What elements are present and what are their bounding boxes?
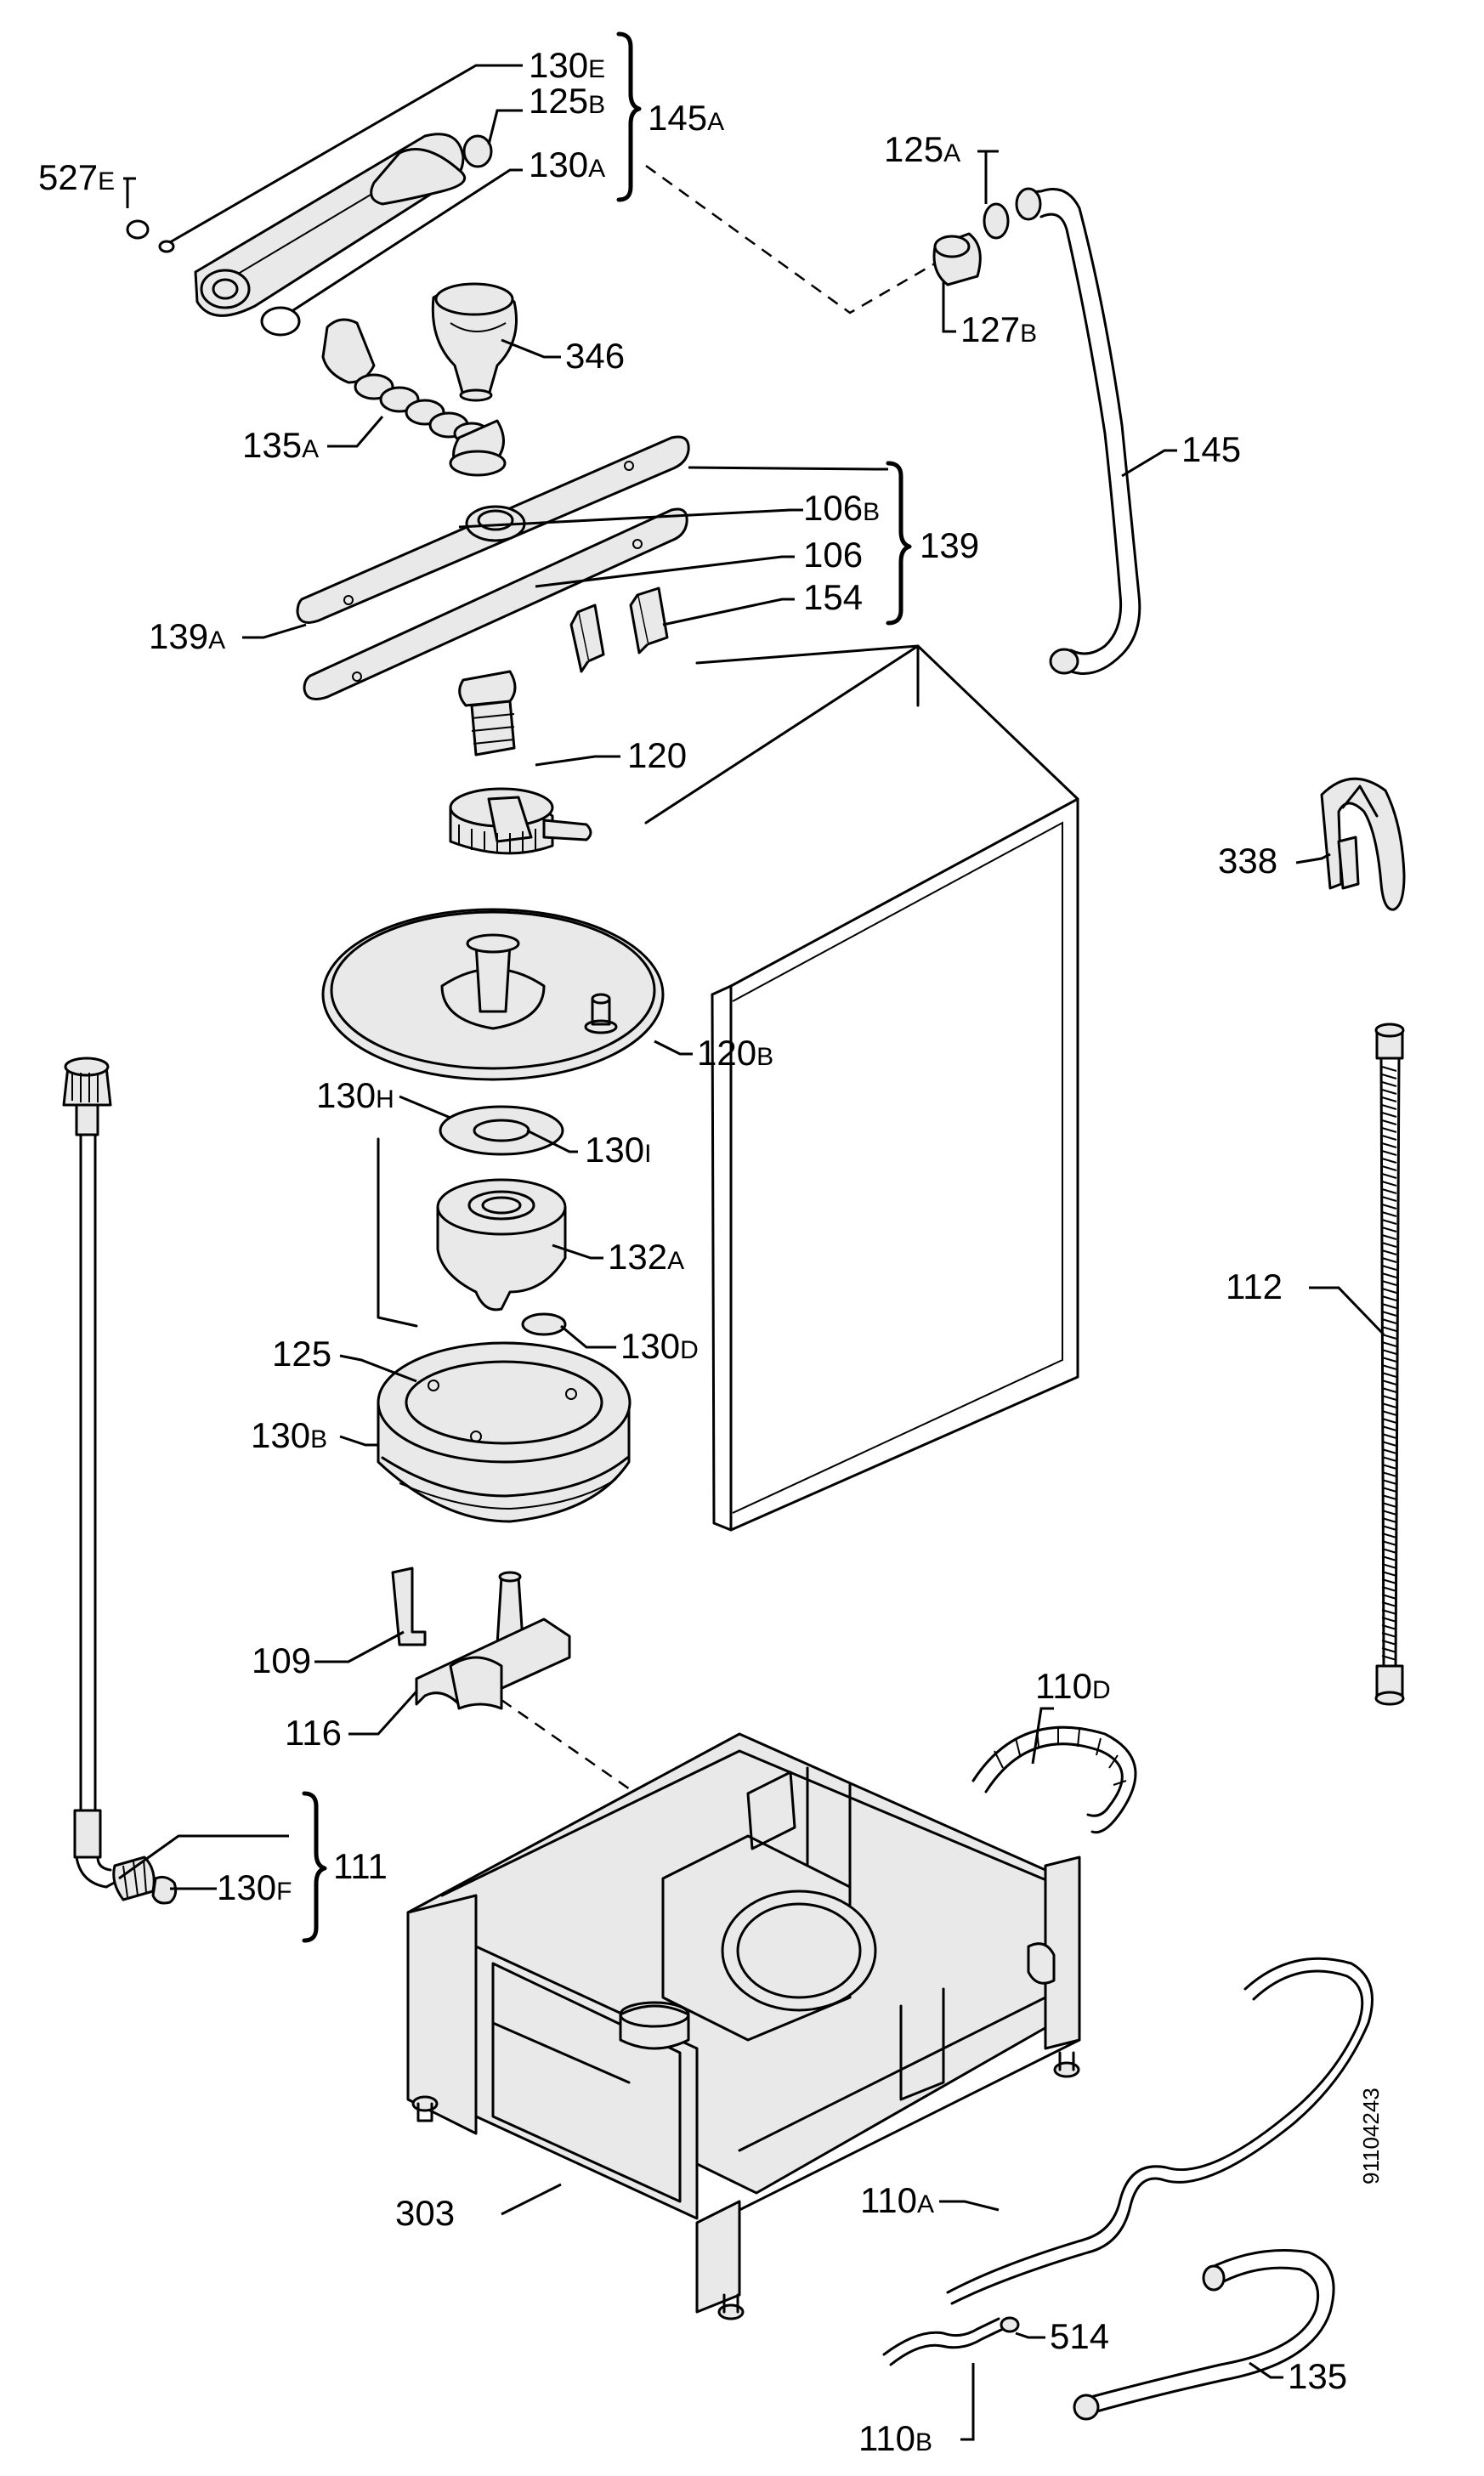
label-303: 303 <box>395 2193 455 2233</box>
label-116: 116 <box>285 1713 342 1753</box>
label-135: 135 <box>1288 2356 1347 2396</box>
label-130a: 130A <box>529 144 605 184</box>
pump-housing-part <box>377 1137 567 1336</box>
label-112: 112 <box>1226 1266 1283 1306</box>
label-127b: 127B <box>960 309 1037 349</box>
label-130f: 130F <box>217 1867 292 1907</box>
label-120: 120 <box>627 735 687 775</box>
upper-water-pipe-part <box>932 187 1141 675</box>
clips-part <box>569 586 669 673</box>
part-labels: 527E 130E 125B 130A 145A 125A 127B 346 1… <box>38 45 1384 2458</box>
flex-hose-part <box>1374 1023 1405 1706</box>
filter-assembly-part <box>449 787 592 855</box>
label-139: 139 <box>920 525 979 565</box>
drain-pipe-110b-part <box>882 2316 1020 2366</box>
hose-clamp-part <box>1320 777 1406 911</box>
curved-pipe-part <box>1073 2249 1335 2421</box>
label-145: 145 <box>1181 429 1241 469</box>
label-111: 111 <box>333 1846 388 1886</box>
lower-spray-arm-part <box>296 435 690 700</box>
label-125: 125 <box>272 1334 331 1374</box>
label-106: 106 <box>803 535 863 575</box>
label-130b: 130B <box>251 1415 327 1455</box>
sump-ring-part <box>377 1341 632 1523</box>
cabinet-outline <box>644 644 1079 1532</box>
label-135a: 135A <box>242 425 319 465</box>
drain-hose-110d-part <box>971 1725 1137 1834</box>
spray-arm-hub-part <box>458 670 517 756</box>
label-110a: 110A <box>860 2180 934 2220</box>
base-frame-part <box>406 1732 1081 2320</box>
label-130d: 130D <box>620 1326 699 1366</box>
label-132a: 132A <box>608 1237 684 1277</box>
drain-hose-110a-part <box>946 1957 1374 2305</box>
label-346: 346 <box>565 336 625 376</box>
label-130i: 130I <box>585 1130 651 1170</box>
drawing-code: 91104243 <box>1358 2088 1384 2184</box>
label-110b: 110B <box>858 2418 932 2458</box>
gasket-part <box>439 1105 564 1156</box>
pump-bracket-part <box>391 1567 571 1710</box>
label-120b: 120B <box>697 1033 773 1073</box>
group-braces <box>302 31 912 1943</box>
label-145a: 145A <box>648 98 724 138</box>
label-125a: 125A <box>884 129 960 169</box>
label-130e: 130E <box>529 45 605 85</box>
upper-spray-arm-part <box>126 133 493 337</box>
bellows-connector-part <box>321 318 507 477</box>
assembly-guide-lines <box>501 164 936 1838</box>
label-106b: 106B <box>803 488 880 528</box>
label-338: 338 <box>1218 841 1277 881</box>
label-130h: 130H <box>316 1075 394 1115</box>
label-110d: 110D <box>1035 1666 1111 1706</box>
spray-arm-nut-part <box>431 282 518 402</box>
leader-lines <box>118 64 1385 2441</box>
label-125b: 125B <box>529 81 605 121</box>
label-154: 154 <box>803 577 863 617</box>
label-527e: 527E <box>38 157 115 197</box>
label-514: 514 <box>1050 2316 1109 2356</box>
label-109: 109 <box>252 1640 311 1680</box>
inlet-hose-part <box>62 1057 178 1905</box>
label-139a: 139A <box>149 616 225 656</box>
sump-plate-part <box>321 908 665 1081</box>
